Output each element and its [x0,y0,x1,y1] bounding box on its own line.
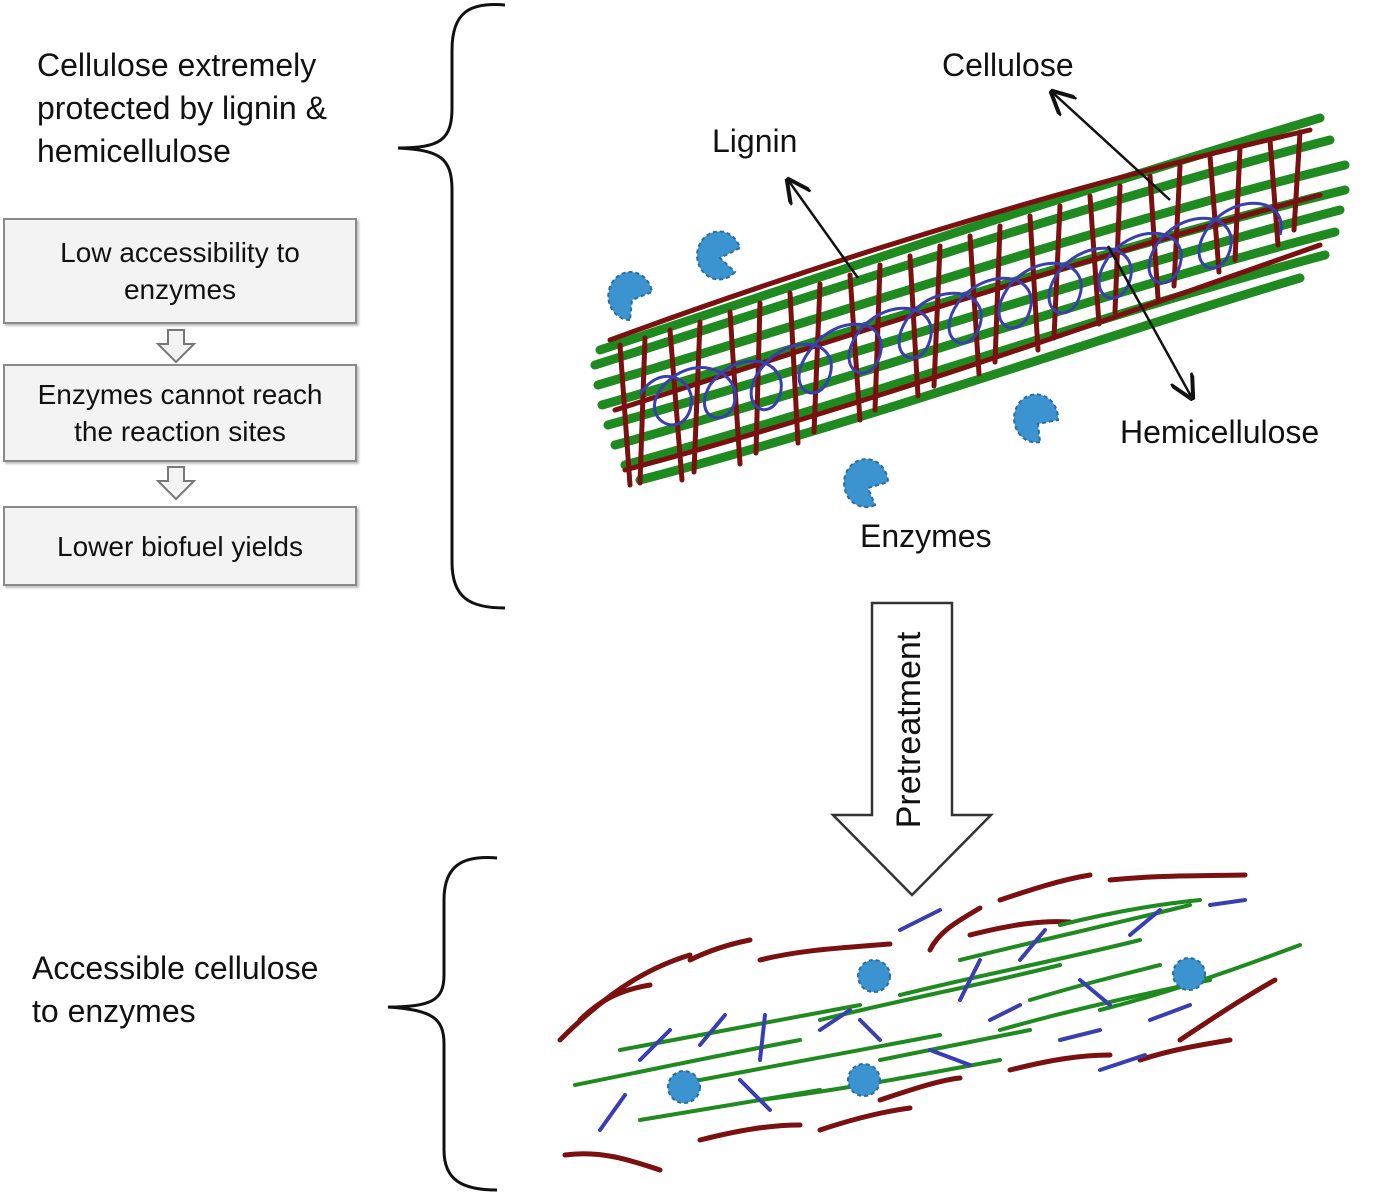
hemicellulose-pointer [1106,245,1192,398]
label-enzymes: Enzymes [860,518,992,554]
hemicellulose-coil [638,201,1283,427]
flow-box-cannot-reach: Enzymes cannot reach the reaction sites [3,364,357,462]
cellulose-pointer [1052,92,1171,201]
lignin-fragments [557,872,1278,1173]
hemicellulose-fragments [598,898,1247,1132]
lignin-pointer [788,180,860,279]
pretreatment-arrow [830,601,994,897]
bottom-brace [387,856,498,1192]
label-hemicellulose: Hemicellulose [1120,414,1320,450]
flow-box-low-accessibility: Low accessibility to enzymes [3,218,357,324]
enzyme-icon [857,959,891,993]
enzyme-icons-top [607,230,1060,509]
enzyme-icon [607,271,654,322]
lignin-mesh [607,127,1323,488]
enzyme-icon [1013,393,1060,444]
label-pretreatment: Pretreatment [890,631,928,829]
flow-arrow-2 [155,466,197,501]
enzyme-icon [667,1070,701,1104]
bottom-caption: Accessible cellulose to enzymes [32,950,319,1029]
top-caption: Cellulose extremely protected by lignin … [37,47,327,169]
flow-box-lower-yields: Lower biofuel yields [3,506,357,586]
top-brace [397,3,506,610]
flow-arrow-1 [155,329,197,364]
label-cellulose: Cellulose [942,47,1074,83]
enzyme-icon [847,1063,881,1097]
enzyme-icon [843,458,890,509]
label-lignin: Lignin [712,123,798,159]
enzyme-icon [1172,957,1206,991]
enzyme-icon [696,230,742,281]
enzyme-icons-bottom [667,957,1206,1104]
